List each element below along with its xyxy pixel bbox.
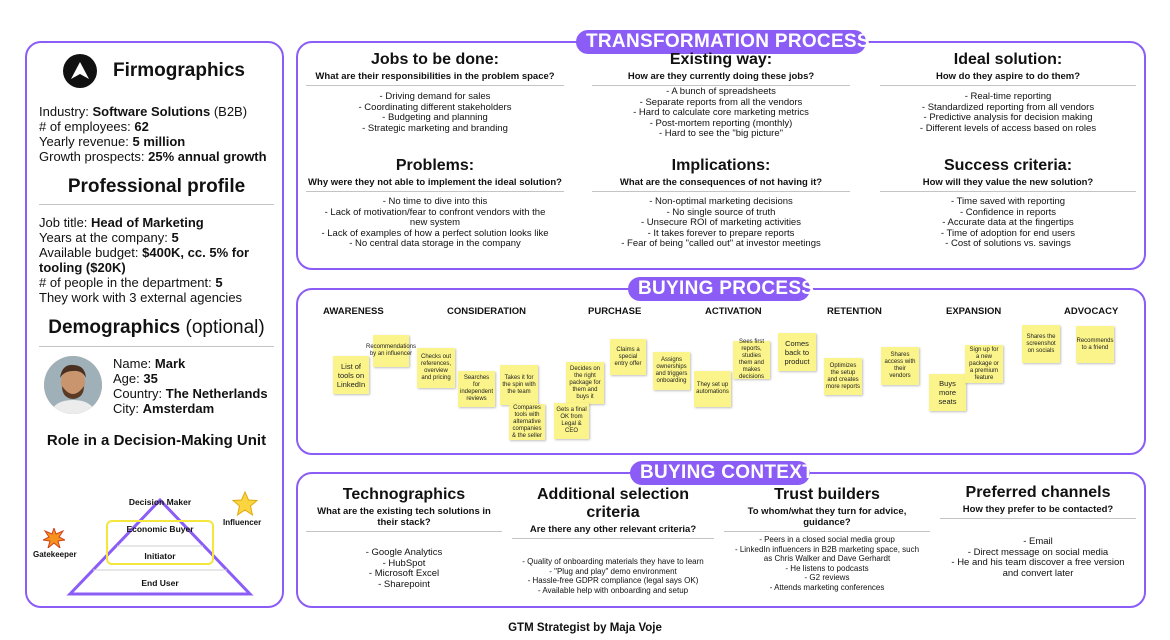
transformation-header: TRANSFORMATION PROCESS — [576, 30, 870, 54]
demographics-title: Demographics (optional) — [48, 317, 265, 338]
demographics-details: Name: Mark Age: 35 Country: The Netherla… — [113, 356, 268, 416]
trust-builders-column: Trust builders To whom/what they turn fo… — [724, 486, 930, 592]
stage-advocacy: ADVOCACY — [1064, 306, 1119, 317]
sticky-note: Sees first reports, studies them and mak… — [733, 339, 770, 380]
preferred-channels-column: Preferred channels How they prefer to be… — [940, 484, 1136, 579]
success-criteria-column: Success criteria: How will they value th… — [880, 157, 1136, 250]
technographics-column: Technographics What are the existing tec… — [306, 486, 502, 590]
decision-maker-label: Decision Maker — [128, 497, 192, 507]
buying-context-header: BUYING CONTEXT — [630, 461, 814, 485]
economic-buyer-label: Economic Buyer — [126, 524, 194, 534]
sticky-note: Recommendations by an influencer — [366, 335, 416, 367]
buying-context-panel — [296, 472, 1146, 608]
sticky-note: Recommends to a friend — [1076, 326, 1114, 363]
firmographics-details: Industry: Software Solutions (B2B) # of … — [39, 104, 267, 164]
stage-purchase: PURCHASE — [588, 306, 642, 317]
firmographics-title: Firmographics — [113, 60, 245, 81]
implications-column: Implications: What are the consequences … — [592, 157, 850, 250]
ideal-solution-column: Ideal solution: How do they aspire to do… — [880, 51, 1136, 134]
explosion-icon — [41, 526, 67, 553]
avatar — [44, 356, 102, 414]
sticky-note: Gets a final OK from Legal & CEO — [554, 403, 589, 439]
sticky-note: Comes back to product — [778, 333, 816, 371]
stage-expansion: EXPANSION — [946, 306, 1002, 317]
additional-criteria-column: Additional selection criteria Are there … — [512, 486, 714, 595]
footer-credit: GTM Strategist by Maja Voje — [508, 622, 662, 634]
stage-activation: ACTIVATION — [705, 306, 762, 317]
sticky-note: They set up automations — [694, 371, 731, 407]
sticky-note: Sign up for a new package or a premium f… — [965, 345, 1003, 383]
profile-panel: Firmographics Industry: Software Solutio… — [25, 41, 284, 608]
sticky-note: Compares tools with alternative companie… — [509, 404, 545, 440]
logo-icon — [63, 54, 97, 88]
professional-details: Job title: Head of Marketing Years at th… — [39, 215, 250, 305]
star-icon — [231, 490, 259, 521]
sticky-note: Shares access with their vendors — [881, 347, 919, 385]
sticky-note: Assigns ownerships and triggers onboardi… — [653, 352, 690, 390]
existing-way-column: Existing way: How are they currently doi… — [592, 51, 850, 140]
sticky-note: Shares the screenshot on socials — [1022, 325, 1060, 363]
jobs-to-be-done-column: Jobs to be done: What are their responsi… — [306, 51, 564, 134]
buying-process-header: BUYING PROCESS — [628, 277, 814, 301]
end-user-label: End User — [141, 578, 179, 588]
stage-awareness: AWARENESS — [323, 306, 384, 317]
influencer-label: Influencer — [223, 518, 262, 527]
gatekeeper-label: Gatekeeper — [33, 550, 77, 559]
sticky-note: Takes it for the spin with the team — [500, 365, 538, 405]
sticky-note: List of tools on LinkedIn — [333, 356, 369, 394]
sticky-note: Buys more seats — [929, 374, 966, 411]
sticky-note: Claims a special entry offer — [610, 339, 646, 375]
sticky-note: Checks out references, overview and pric… — [417, 348, 455, 388]
role-title: Role in a Decision-Making Unit — [46, 432, 267, 449]
transformation-panel — [296, 41, 1146, 270]
stage-retention: RETENTION — [827, 306, 882, 317]
sticky-note: Searches for independent reviews — [458, 371, 495, 407]
sticky-note: Optimizes the setup and creates more rep… — [824, 358, 862, 395]
dmu-pyramid — [66, 497, 254, 596]
professional-profile-title: Professional profile — [67, 176, 246, 197]
problems-column: Problems: Why were they not able to impl… — [306, 157, 564, 250]
sticky-note: Decides on the right package for them an… — [566, 362, 604, 404]
stage-consideration: CONSIDERATION — [447, 306, 526, 317]
initiator-label: Initiator — [144, 551, 176, 561]
